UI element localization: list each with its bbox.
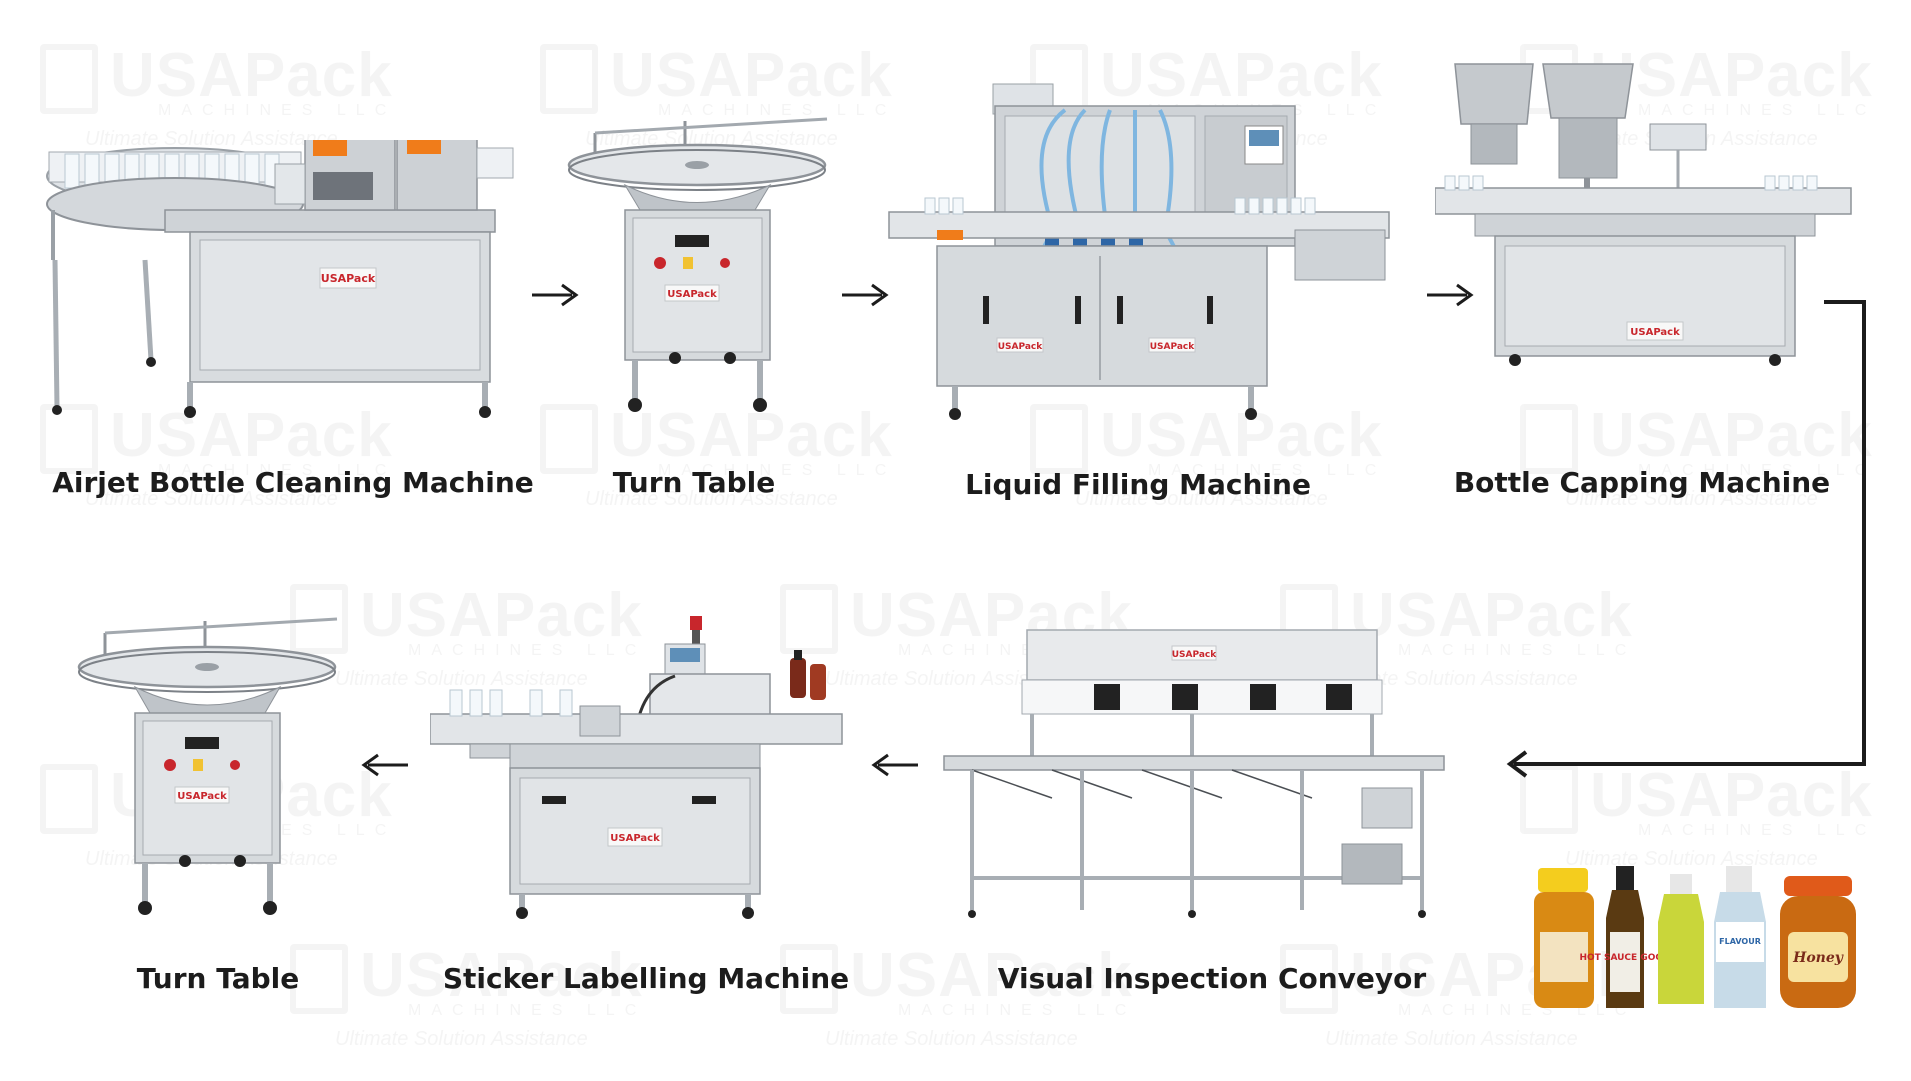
- machine-label-capping: Bottle Capping Machine: [1453, 466, 1831, 499]
- turn-table-icon: USAPack: [565, 115, 830, 415]
- arrow-right-icon: [532, 283, 579, 307]
- svg-text:USAPack: USAPack: [321, 272, 376, 285]
- svg-text:FLAVOUR: FLAVOUR: [1719, 937, 1761, 946]
- svg-text:USAPack: USAPack: [610, 833, 660, 844]
- liquid-filling-machine-icon: USAPack USAPack: [885, 80, 1390, 420]
- machine-label-airjet: Airjet Bottle Cleaning Machine: [52, 466, 534, 499]
- finished-bottles-icon: HOT SAUCE GOOD FLAVOUR Honey: [1530, 862, 1870, 1017]
- airjet-cleaning-machine-icon: USAPack: [45, 140, 520, 420]
- machine-label-liquid-filling: Liquid Filling Machine: [965, 468, 1311, 501]
- svg-text:USAPack: USAPack: [177, 791, 227, 802]
- arrow-left-icon: [871, 753, 918, 777]
- inspection-conveyor-icon: USAPack: [942, 628, 1447, 923]
- sticker-labelling-machine-icon: USAPack: [430, 610, 845, 920]
- svg-text:Honey: Honey: [1792, 950, 1844, 966]
- machine-label-labelling: Sticker Labelling Machine: [442, 962, 850, 995]
- svg-text:HOT SAUCE GOOD: HOT SAUCE GOOD: [1580, 953, 1671, 963]
- svg-text:USAPack: USAPack: [667, 289, 717, 300]
- svg-text:USAPack: USAPack: [1150, 342, 1196, 352]
- turn-table-icon: USAPack: [75, 615, 340, 920]
- arrow-left-icon: [361, 753, 408, 777]
- connector-arrow-icon: [1506, 300, 1866, 778]
- bottle-capping-machine-icon: USAPack: [1435, 60, 1855, 420]
- machine-label-turn-table: Turn Table: [612, 466, 776, 499]
- svg-text:USAPack: USAPack: [1630, 327, 1680, 338]
- machine-label-inspection: Visual Inspection Conveyor: [997, 962, 1427, 995]
- arrow-right-icon: [1427, 283, 1474, 307]
- machine-label-turn-table-2: Turn Table: [136, 962, 300, 995]
- svg-text:USAPack: USAPack: [998, 342, 1044, 352]
- svg-text:USAPack: USAPack: [1172, 650, 1218, 660]
- arrow-right-icon: [842, 283, 889, 307]
